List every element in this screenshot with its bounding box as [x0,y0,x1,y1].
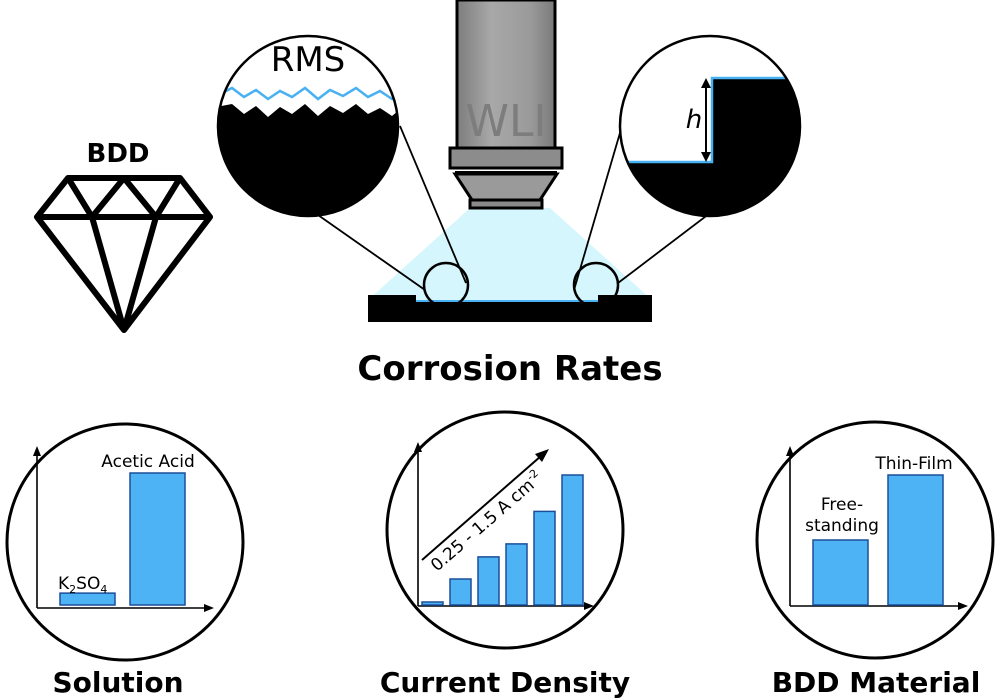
bar-label-acetic-acid: Acetic Acid [101,452,194,472]
current-density-panel: 0.25 - 1.5 A cm-2 [385,410,625,650]
rms-label: RMS [271,40,346,80]
current-density-bar-5 [533,510,556,606]
solution-bar-2 [129,472,186,606]
bdd-material-title: BDD Material [772,666,981,699]
bdd-material-panel: Free- standing Thin-Film [755,420,995,660]
solution-title: Solution [52,666,183,699]
bar-label-k2so4: K2SO4 [58,574,107,596]
step-height-zoom-circle [618,34,802,218]
bar-label-free-standing-1: Free- [821,495,863,515]
solution-bar-1 [59,592,116,606]
wli-label: WLI [466,96,547,147]
bdd-material-bar-2 [887,474,944,606]
h-label: h [686,105,702,135]
diamond-icon [34,175,213,333]
light-cone [368,208,652,300]
current-density-bar-1 [421,601,444,606]
current-density-bar-6 [561,474,584,606]
current-density-title: Current Density [380,666,630,699]
bdd-material-bar-1 [812,539,869,606]
current-density-bar-4 [505,543,528,606]
bdd-label: BDD [87,139,150,169]
sample-spot-right [572,261,620,309]
corrosion-rates-title: Corrosion Rates [357,349,662,389]
bar-label-free-standing-2: standing [805,516,879,536]
sample-spot-left [422,261,470,309]
solution-panel: K2SO4 Acetic Acid [5,422,245,662]
bar-label-thin-film: Thin-Film [874,454,952,474]
current-density-bar-3 [477,556,500,606]
current-density-bar-2 [449,578,472,606]
microscope-objective [448,0,564,210]
